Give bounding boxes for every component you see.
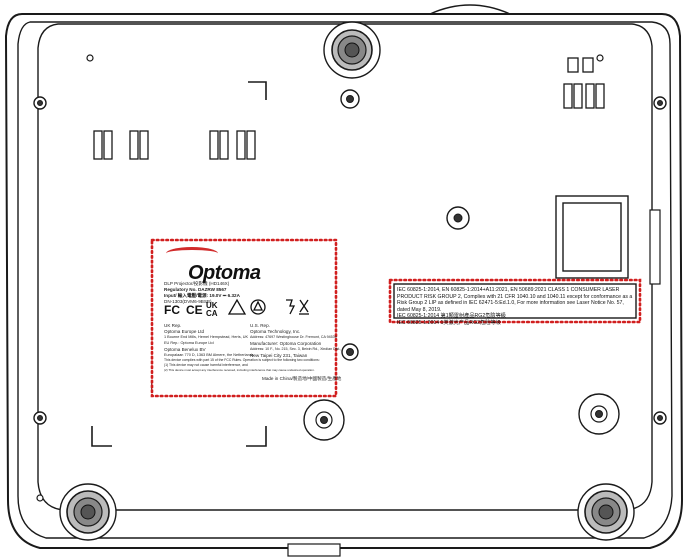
side-notch: [649, 209, 661, 285]
manufacturer-3: New Taipei City 231, Taiwan: [250, 353, 308, 358]
ukca-mark: UK CA: [206, 301, 218, 318]
casing-outline: [4, 13, 684, 549]
made-in: Made in China/製造地/中國製造/生產地: [262, 376, 342, 381]
fcc-note-2: (1) This device may not cause harmful in…: [164, 363, 248, 367]
label-spec-2: Regulatory No. DAZRW 8567: [164, 287, 227, 292]
laser-label-highlight: [388, 278, 642, 324]
us-rep-3: Address: 47697 Westinghouse Dr. Fremont,…: [250, 335, 337, 339]
laser-label: IEC 60825-1:2014, EN 60825-1:2014+A11:20…: [397, 287, 633, 326]
foot-bottom-left: [59, 483, 117, 541]
uk-rep-2: Optoma Europe Ltd: [164, 329, 205, 334]
us-rep-2: Optoma Technology, Inc.: [250, 329, 301, 334]
safety-symbols: [227, 298, 309, 315]
us-rep-1: U.S. Rep.: [250, 323, 270, 328]
foot-bottom-right: [577, 483, 635, 541]
brand-logo: Optoma: [188, 262, 261, 284]
foot-top-center: [323, 21, 381, 79]
uk-rep-3: 1 Bourne End Mills, Hemel Hempstead, Her…: [164, 335, 248, 339]
ce-mark: CE: [186, 303, 203, 317]
vent-slots: [93, 57, 605, 160]
fcc-note-3: (2) This device must accept any interfer…: [164, 368, 315, 372]
manufacturer-2: Address: 10 F., No. 215, Sec. 3, Beixin …: [250, 347, 342, 351]
label-spec-1: DLP Projector/投影機 (HD146X): [164, 281, 230, 286]
label-spec-4: DN-1303(DVM6-9BSB): [164, 299, 212, 304]
lens-housing-outline: [429, 4, 511, 15]
casing-inner-outline: [17, 21, 673, 539]
eu-rep-3: Europalaan 770 D, 1363 BM Almere, the Ne…: [164, 353, 254, 357]
brand-swoosh: [166, 247, 218, 260]
laser-label-line-2: IEC 60825-1:2014 第1類雷射產品RG2危險等級: [397, 313, 506, 319]
connector-tab: [287, 543, 341, 557]
uk-rep-1: UK Rep.: [164, 323, 182, 328]
fcc-mark: FC: [164, 303, 180, 317]
access-panel: [555, 195, 629, 279]
label-highlight: [150, 238, 338, 398]
eu-rep-1: EU Rep.: Optoma Europe Ltd: [164, 341, 214, 345]
laser-label-line-3: IEC 60825-1:2014 1类激光产品RG2危险等级: [397, 319, 501, 326]
eu-rep-2: Optoma Benelux BV: [164, 347, 206, 352]
laser-label-border: [393, 283, 637, 319]
screw-holes: [33, 54, 667, 502]
label-spec-3: Input/ 輸入電壓/電源: 19.0V ⎓ 6.32A: [164, 293, 240, 298]
fcc-note-1: This device complies with part 15 of the…: [164, 358, 320, 362]
manufacturer-1: Manufacturer: Optoma Corporation: [250, 341, 322, 346]
laser-label-line-1: IEC 60825-1:2014, EN 60825-1:2014+A11:20…: [397, 287, 633, 313]
